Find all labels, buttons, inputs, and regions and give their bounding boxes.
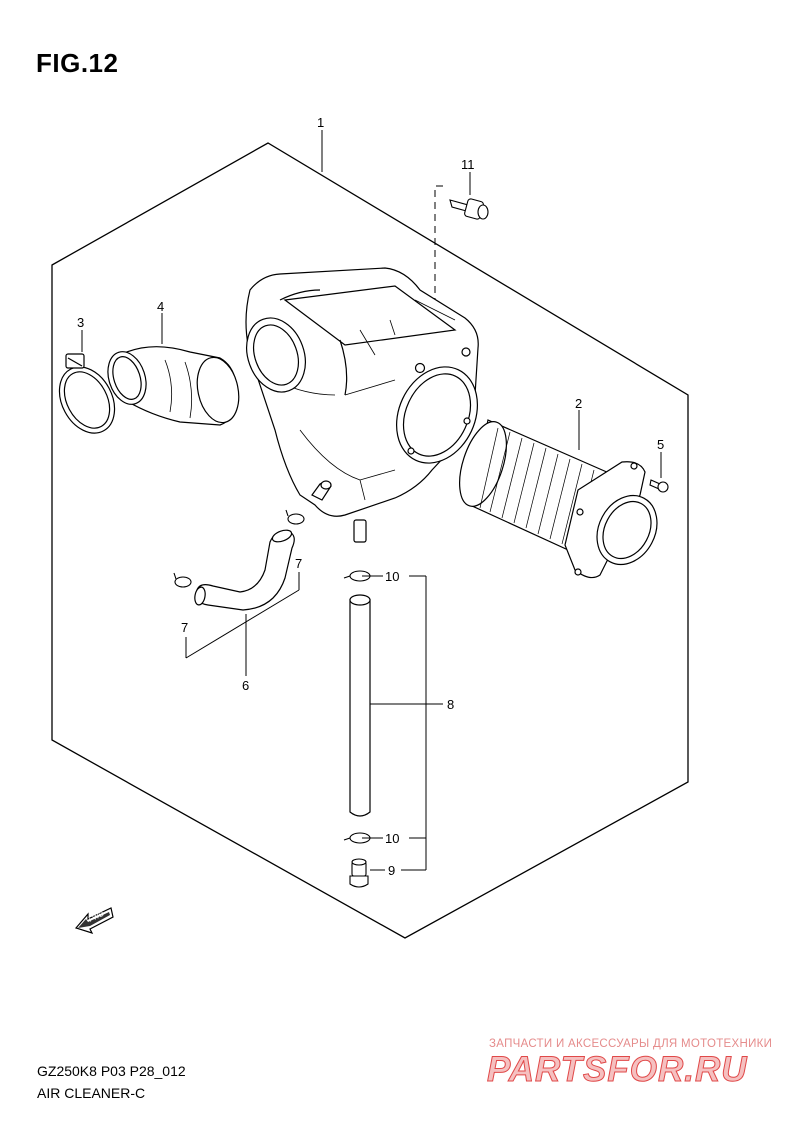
hose-clip-7-upper [285, 509, 305, 525]
callout-8: 8 [447, 697, 454, 712]
diagram-code: GZ250K8 P03 P28_012 [37, 1063, 186, 1079]
callout-1: 1 [317, 115, 324, 130]
assembly-boundary [51, 142, 689, 939]
callout-3: 3 [77, 315, 84, 330]
hose-clip-10-lower [343, 832, 371, 844]
figure-title: FIG.12 [36, 48, 119, 78]
callout-10-top: 10 [385, 569, 399, 584]
diagram-name: AIR CLEANER-C [37, 1085, 146, 1101]
bent-hose-6 [194, 529, 295, 611]
callout-labels: 1 2 3 4 5 6 7 7 8 9 10 10 11 [77, 115, 664, 878]
drain-plug-9 [349, 858, 369, 888]
watermark-logo: PARTSFOR.RU [487, 1050, 748, 1090]
callout-7-left: 7 [181, 620, 188, 635]
hose-clip-7-lower [173, 572, 192, 588]
callout-5: 5 [657, 437, 664, 452]
filter-element-2 [459, 419, 658, 579]
air-cleaner-case [245, 267, 479, 543]
watermark-tagline: ЗАПЧАСТИ И АКСЕССУАРЫ ДЛЯ МОТОТЕХНИКИ [489, 1038, 773, 1050]
clamp-3 [58, 353, 116, 434]
leader-lines [81, 130, 662, 871]
fwd-arrow-icon: FWD [74, 907, 114, 934]
callout-9: 9 [388, 863, 395, 878]
callout-11: 11 [461, 157, 475, 172]
hose-clip-10-upper [343, 570, 371, 582]
callout-7-right: 7 [295, 556, 302, 571]
callout-6: 6 [242, 678, 249, 693]
bolt-11 [449, 198, 489, 220]
callout-4: 4 [157, 299, 164, 314]
drain-hose-8 [349, 594, 371, 817]
connector-tube-4 [107, 346, 240, 426]
callout-2: 2 [575, 396, 582, 411]
callout-10-bottom: 10 [385, 831, 399, 846]
screw-5 [649, 479, 669, 493]
